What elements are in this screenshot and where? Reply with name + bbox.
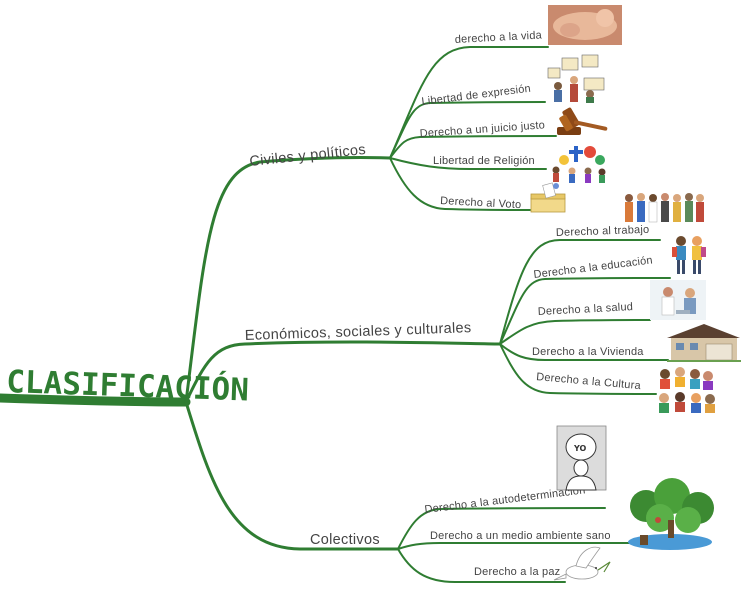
sub-branch <box>397 548 566 583</box>
ballot-box-icon <box>530 182 566 213</box>
yo-label: YO <box>573 444 587 453</box>
leaf-label: Derecho al Voto <box>440 195 522 211</box>
leaf-label: Derecho a la educación <box>533 254 654 281</box>
leaf-label: Derecho al trabajo <box>556 224 650 239</box>
baby-icon <box>548 5 622 45</box>
branch-civiles <box>184 155 392 404</box>
protest-signs-icon <box>547 54 605 103</box>
religion-symbols-icon <box>552 146 606 183</box>
root-underline <box>0 393 191 407</box>
category-label: Colectivos <box>310 532 380 548</box>
leaf-label: Derecho a la Cultura <box>536 371 642 392</box>
leaf-label: Derecho a la paz <box>474 566 560 578</box>
leaf-label: derecho a la vida <box>455 29 543 46</box>
sub-branch <box>397 507 606 550</box>
leaf-label: Libertad de expresión <box>421 83 532 108</box>
dove-icon <box>553 546 611 581</box>
sub-branch <box>389 135 557 159</box>
culture-people-icon <box>659 367 715 413</box>
sub-branch <box>389 101 546 159</box>
workers-icon <box>625 193 704 223</box>
house-icon <box>667 324 741 362</box>
sub-branch <box>389 157 547 171</box>
category-label: Económicos, sociales y culturales <box>245 320 472 344</box>
sub-branch <box>499 343 657 395</box>
sub-branch <box>499 343 669 362</box>
gavel-icon <box>557 107 608 135</box>
sub-branch <box>389 45 549 159</box>
sub-branch <box>499 319 651 345</box>
branch-economicos <box>184 340 502 404</box>
branch-colectivos <box>184 400 400 551</box>
sub-branch <box>499 238 661 345</box>
leaf-label: Derecho a un medio ambiente sano <box>430 530 611 542</box>
nature-icon <box>628 478 714 550</box>
leaf-label: Libertad de Religión <box>433 155 535 167</box>
root-title: CLASIFICACIÓN <box>6 363 250 408</box>
person-yo-icon: YO <box>556 425 607 491</box>
sub-branch <box>389 157 531 211</box>
leaf-label: Derecho a la salud <box>538 301 634 318</box>
students-icon <box>672 236 706 274</box>
leaf-label: Derecho a la Vivienda <box>532 346 644 358</box>
category-label: Civiles y políticos <box>249 142 367 170</box>
doctor-icon <box>650 280 706 320</box>
sub-branch <box>499 277 671 345</box>
sub-branch <box>397 541 631 550</box>
